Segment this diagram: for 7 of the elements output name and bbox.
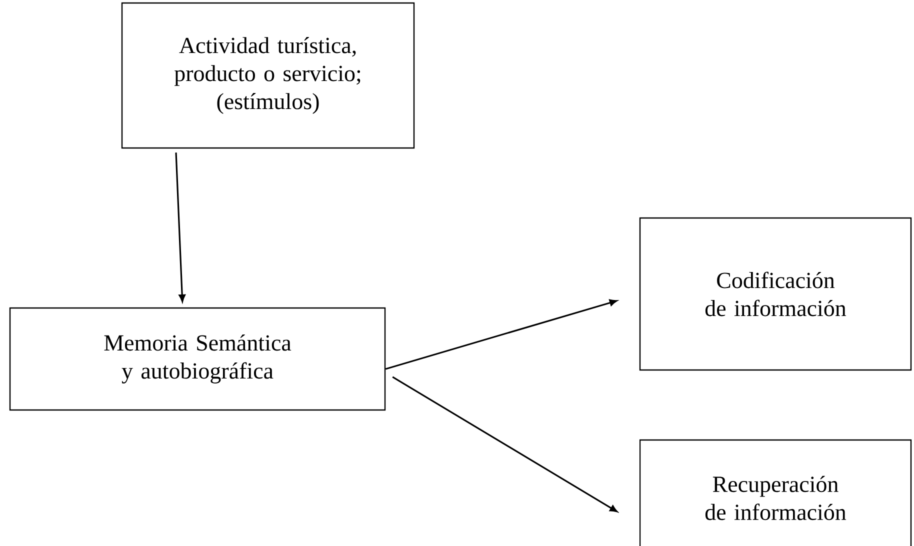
process-box: Recuperación de información: [639, 439, 912, 546]
arrow: [175, 152, 186, 302]
process-box: Actividad turística, producto o servicio; (estímulos): [121, 2, 415, 149]
process-box: Codificación de información: [639, 217, 912, 371]
process-box: Memoria Semántica y autobiográfica: [9, 307, 386, 411]
arrow: [392, 376, 618, 512]
arrow: [385, 299, 618, 370]
